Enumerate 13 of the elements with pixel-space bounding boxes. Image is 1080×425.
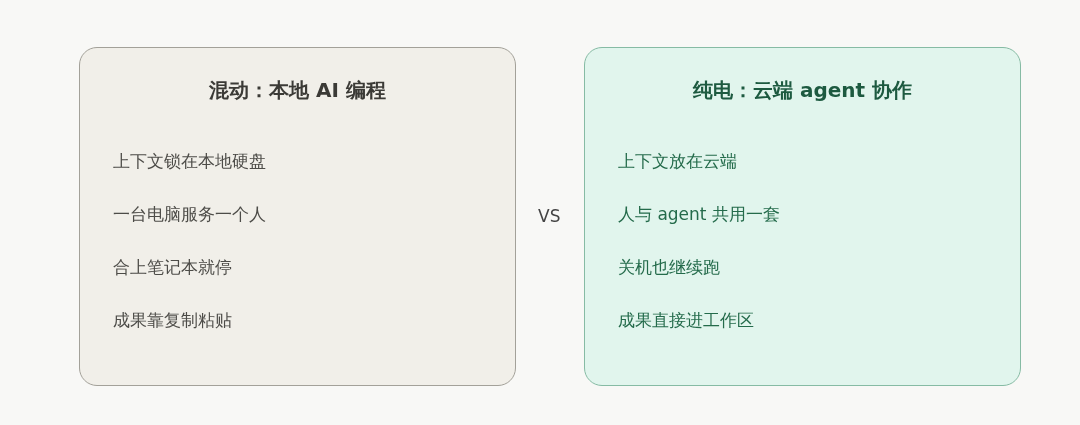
feature-text: 一台电脑服务一个人	[113, 203, 266, 225]
panel-heading: 纯电：云端 agent 协作	[692, 77, 913, 103]
feature-text: 成果靠复制粘贴	[113, 309, 232, 331]
feature-text: 上下文锁在本地硬盘	[113, 150, 266, 172]
feature-text: 合上笔记本就停	[113, 256, 232, 278]
feature-text: 上下文放在云端	[618, 150, 737, 172]
versus-label: VS	[538, 205, 561, 227]
feature-text: 成果直接进工作区	[618, 309, 754, 331]
comparison-panel	[79, 47, 516, 386]
feature-text: 关机也继续跑	[618, 256, 720, 278]
feature-text: 人与 agent 共用一套	[618, 203, 780, 225]
panel-heading: 混动：本地 AI 编程	[209, 77, 386, 103]
comparison-panel	[584, 47, 1021, 386]
